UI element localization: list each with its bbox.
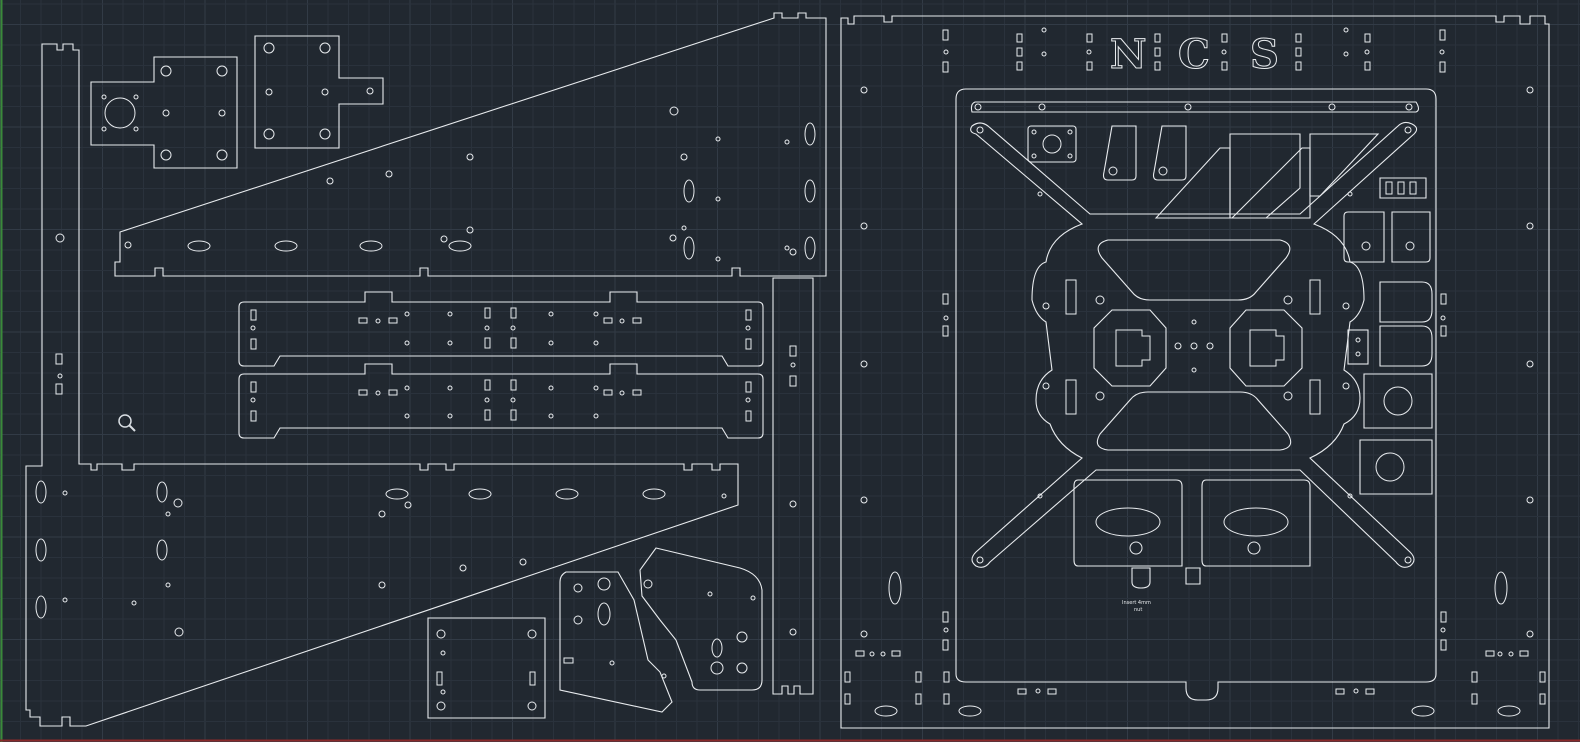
bracket-plate-2[interactable]	[639, 547, 763, 691]
motor-mount-plate[interactable]	[90, 56, 238, 169]
square-plate[interactable]	[427, 617, 546, 719]
frame-plate[interactable]: N C S	[840, 15, 1550, 729]
small-parts-right[interactable]	[1343, 211, 1433, 495]
left-side-plate[interactable]	[25, 43, 739, 727]
engraved-letter-c: C	[1178, 31, 1210, 78]
small-parts-top[interactable]	[1027, 125, 1427, 219]
note-line-1: Insert 4mm	[1122, 600, 1151, 606]
horizontal-bar-2[interactable]	[238, 363, 764, 439]
engraved-letter-s: S	[1250, 31, 1279, 78]
vertical-strip[interactable]	[772, 248, 814, 695]
note-line-2: nut	[1134, 607, 1142, 613]
x-end-blocks[interactable]	[1073, 479, 1311, 589]
engraved-note: Insert 4mm nut	[1122, 600, 1151, 613]
bracket-plate-1[interactable]	[559, 571, 673, 713]
engraved-letter-n: N	[1110, 31, 1147, 78]
upper-diagonal-plate[interactable]	[114, 12, 827, 277]
y-carriage[interactable]	[970, 101, 1420, 568]
horizontal-bar-1[interactable]	[238, 291, 764, 367]
idler-plate[interactable]	[254, 35, 384, 149]
zoom-magnifier-icon	[118, 414, 136, 432]
